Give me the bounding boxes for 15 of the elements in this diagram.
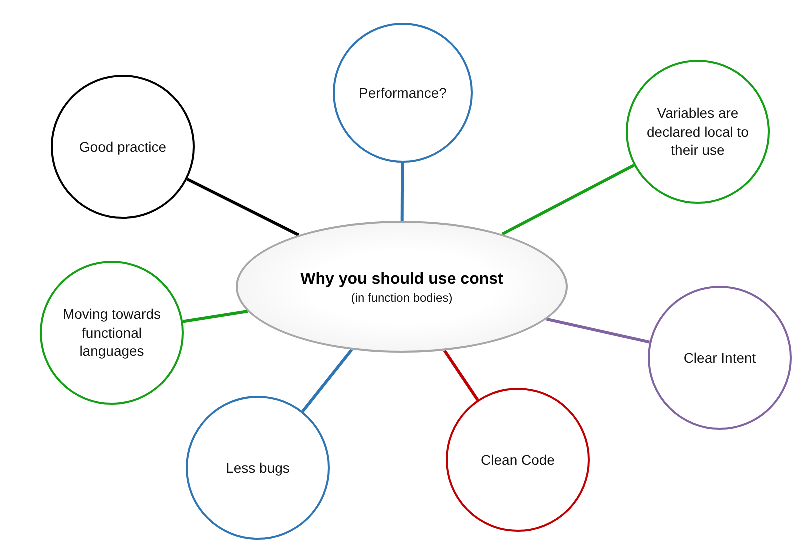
topic-label: Clean Code — [481, 450, 555, 470]
connector-line — [182, 310, 248, 324]
central-subheading: (in function bodies) — [351, 291, 453, 306]
topic-label: Good practice — [79, 138, 167, 156]
topic-label: Clear Intent — [684, 348, 756, 368]
connector-line — [502, 164, 635, 236]
topic-label: Variables are declared local to their use — [646, 104, 750, 160]
connector-line — [400, 162, 404, 222]
topic-label: Less bugs — [226, 458, 290, 478]
connector-line — [186, 178, 300, 237]
topic-label: Performance? — [359, 84, 447, 102]
topic-label: Moving towards functional languages — [62, 304, 162, 362]
connector-line — [546, 318, 650, 344]
connector-line — [302, 349, 354, 413]
central-heading: Why you should use const — [300, 270, 504, 290]
